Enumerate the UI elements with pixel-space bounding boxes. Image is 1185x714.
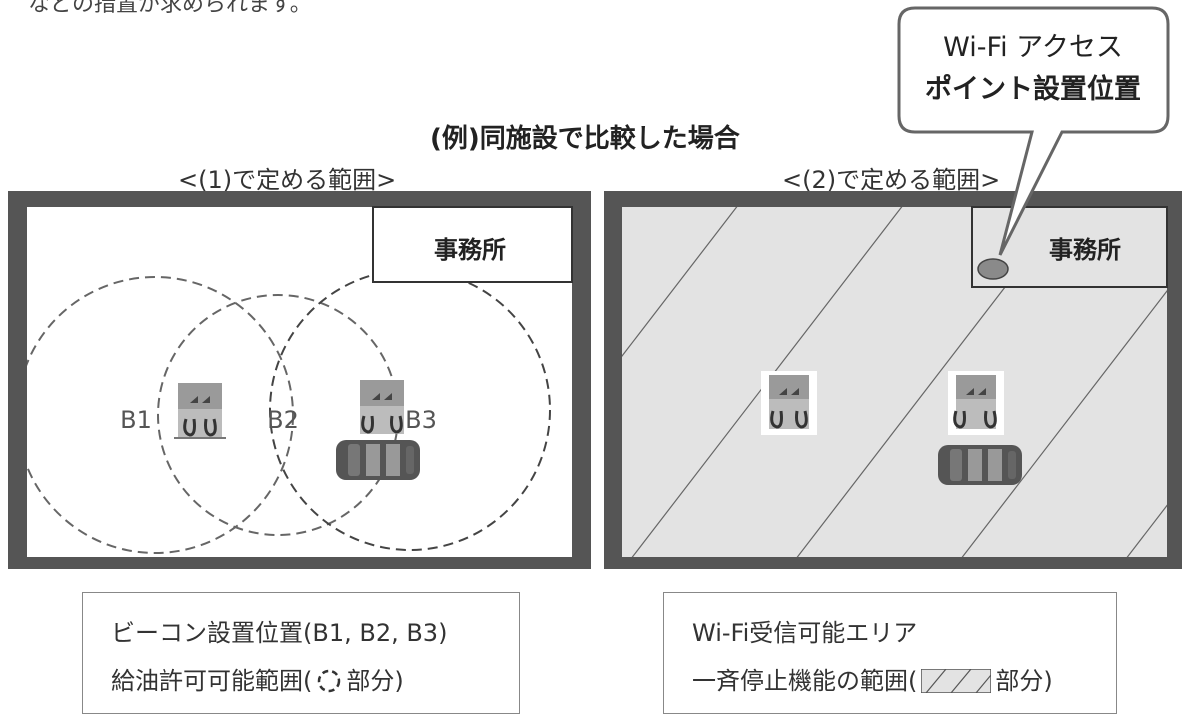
fuel-pump-right [360,380,404,434]
fuel-pump-right-panel-1 [761,371,817,435]
legend-right-line2: 一斉停止機能の範囲( 部分) [692,661,1053,696]
beacon-label-b1: B1 [120,406,152,434]
beacon-label-b3: B3 [405,406,437,434]
callout-line1: Wi-Fi アクセス [943,32,1123,63]
left-office-room [372,206,573,283]
beacon-label-b2: B2 [267,406,299,434]
wifi-access-point-dot [977,258,1009,280]
callout-line2: ポイント設置位置 [925,73,1141,105]
legend-left-line2: 給油許可可能範囲( 部分) [111,661,404,696]
legend-left-line2-prefix: 給油許可可能範囲( [111,667,313,695]
right-office-label: 事務所 [1049,236,1121,264]
legend-right-line1: Wi-Fi受信可能エリア [692,619,918,647]
right-facility-panel: 事務所 [604,191,1182,569]
legend-right-line2-prefix: 一斉停止機能の範囲( [692,667,918,695]
fuel-pump-left [174,383,226,439]
fuel-pump-right-panel-2 [948,371,1004,435]
left-office-label: 事務所 [434,236,506,264]
legend-left-line1: ビーコン設置位置(B1, B2, B3) [111,619,448,647]
beacon-range-b1 [27,276,294,554]
legend-right-box: Wi-Fi受信可能エリア 一斉停止機能の範囲( 部分) [663,592,1117,714]
dashed-circle-swatch-icon [318,669,341,693]
range1-label: <(1)で定める範囲> [178,166,397,194]
diagram-title: (例)同施設で比較した場合 [430,124,740,154]
legend-left-box: ビーコン設置位置(B1, B2, B3) 給油許可可能範囲( 部分) [82,592,520,714]
car-right [938,445,1022,485]
cut-off-text: などの措置が求められます。 [28,0,312,17]
wifi-callout: Wi-Fi アクセス ポイント設置位置 [897,6,1170,256]
range2-label: <(2)で定める範囲> [782,166,1001,194]
hatched-area-swatch-icon [921,669,992,693]
legend-right-line2-suffix: 部分) [995,667,1053,695]
car-left [336,440,420,480]
left-facility-panel: 事務所 B1 B2 B3 [8,191,591,569]
legend-left-line2-suffix: 部分) [346,667,404,695]
